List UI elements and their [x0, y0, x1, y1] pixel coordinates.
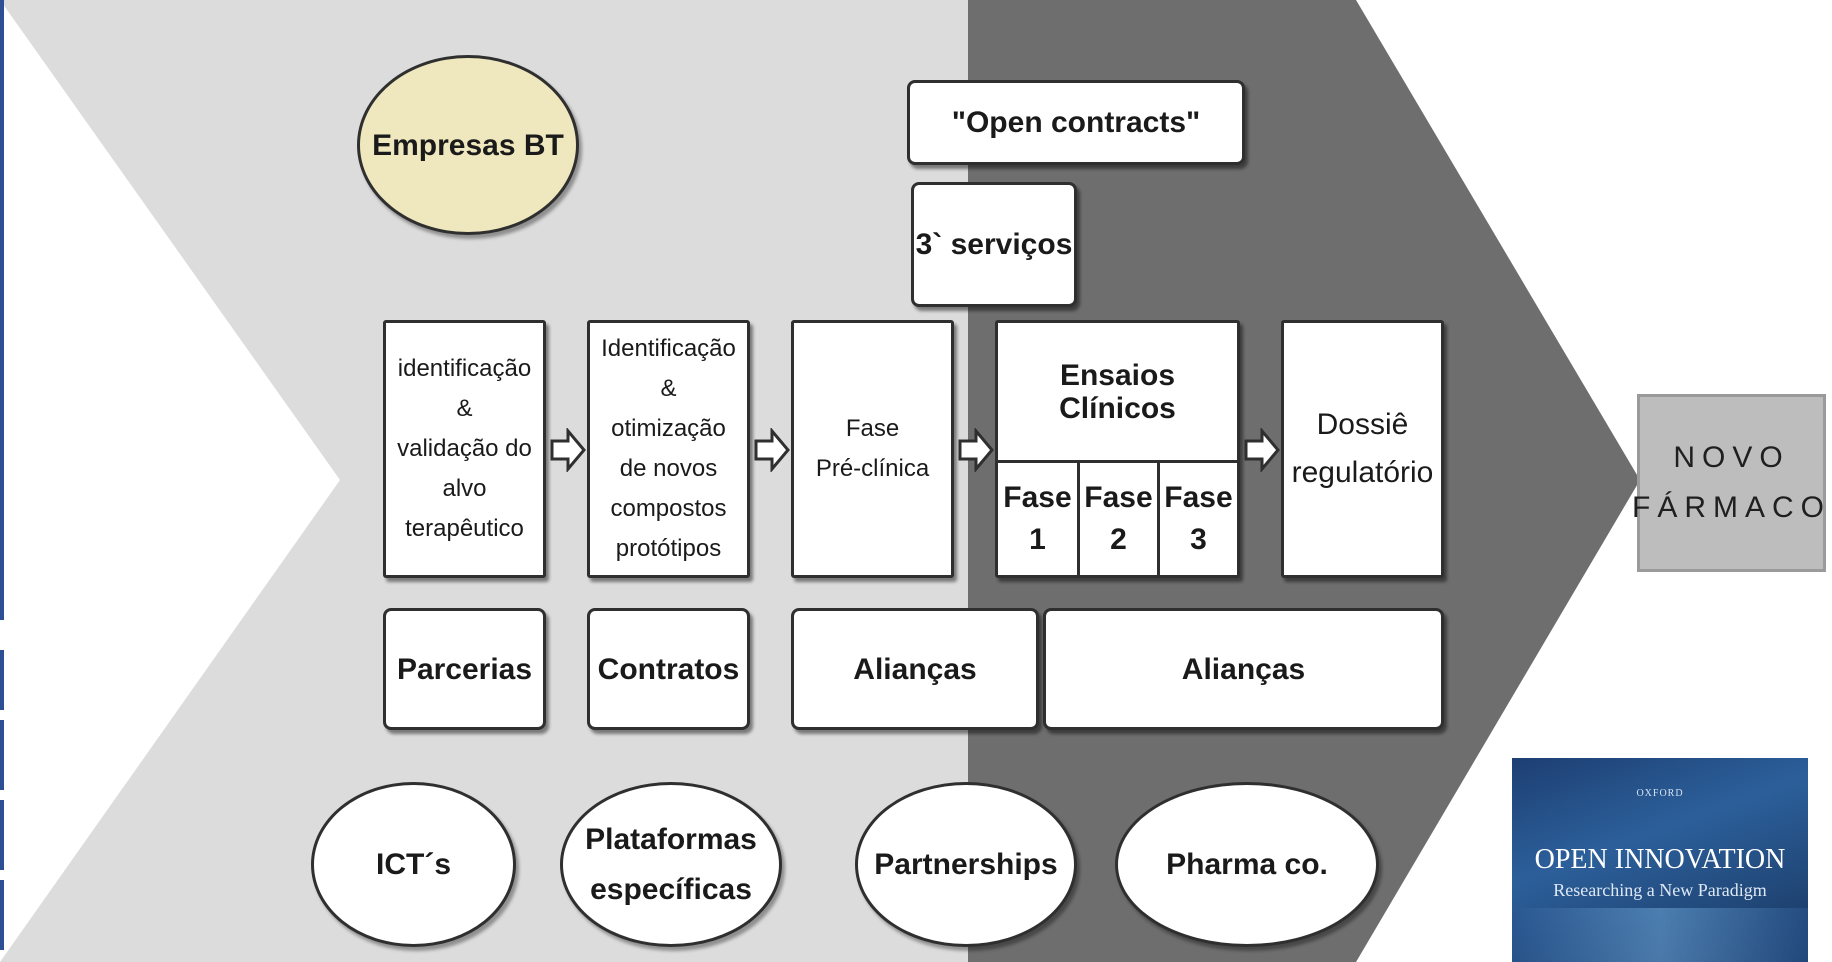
aliancas-box-2: Alianças [1043, 608, 1444, 730]
parcerias-box: Parcerias [383, 608, 546, 730]
stage-text-line: validação do [397, 435, 532, 462]
phase-number: 2 [1110, 523, 1127, 556]
oval-label: Plataformas [585, 822, 757, 856]
icts-oval: ICT´s [311, 782, 516, 947]
phase-number: 1 [1029, 523, 1046, 556]
stage-target-identification: identificação & validação do alvo terapê… [383, 320, 546, 578]
stage-regulatory-dossier: Dossiê regulatório [1281, 320, 1444, 578]
result-line: FÁRMACO [1632, 491, 1831, 524]
oval-label: Pharma co. [1166, 848, 1328, 881]
stage-text-line: identificação [397, 355, 532, 382]
left-edge-mark [0, 880, 4, 950]
stage-text-line: compostos [610, 495, 727, 522]
left-edge-mark [0, 720, 4, 790]
flow-arrow-icon [958, 428, 994, 472]
clinical-trials-header: Ensaios Clínicos [998, 323, 1237, 463]
phase-number: 3 [1190, 523, 1207, 556]
stage-text-line: & [456, 395, 473, 422]
phase-label: Fase [1003, 481, 1072, 514]
stage-text-line: Pré-clínica [815, 455, 930, 482]
stage-text-line: regulatório [1291, 456, 1434, 489]
relation-label: Contratos [597, 652, 740, 686]
contratos-box: Contratos [587, 608, 750, 730]
empresas-bt-label: Empresas BT [372, 128, 564, 162]
phase-3-cell: Fase 3 [1160, 463, 1237, 575]
open-contracts-label: "Open contracts" [951, 106, 1201, 139]
phase-label: Fase [1084, 481, 1153, 514]
stage-text-line: de novos [619, 455, 718, 482]
open-contracts-box: "Open contracts" [907, 80, 1245, 165]
book-subtitle: Researching a New Paradigm [1553, 880, 1767, 900]
plataformas-oval: Plataformas específicas [560, 782, 782, 947]
stage-preclinical: Fase Pré-clínica [791, 320, 954, 578]
stage-text-line: alvo [442, 475, 487, 502]
stage-compound-optimization: Identificação & otimização de novos comp… [587, 320, 750, 578]
relation-label: Alianças [1181, 652, 1306, 686]
pharma-co-oval: Pharma co. [1115, 782, 1379, 947]
flow-arrow-icon [754, 428, 790, 472]
left-edge-mark [0, 800, 4, 870]
flow-arrow-icon [1244, 428, 1280, 472]
oval-label: ICT´s [376, 848, 451, 881]
stage-text-line: otimização [611, 415, 726, 442]
services-box: 3` serviços [911, 182, 1077, 307]
book-title: OPEN INNOVATION [1534, 844, 1786, 875]
phase-1-cell: Fase 1 [998, 463, 1080, 575]
phase-label: Fase [1164, 481, 1233, 514]
partnerships-oval: Partnerships [855, 782, 1077, 947]
clinical-trials-title: Ensaios Clínicos [1059, 358, 1176, 425]
book-cover-image: OXFORD OPEN INNOVATION Researching a New… [1512, 758, 1808, 962]
book-cover-art [1512, 908, 1808, 962]
services-label: 3` serviços [915, 228, 1073, 261]
stage-text-line: Dossiê [1316, 408, 1409, 441]
stage-clinical-trials: Ensaios Clínicos Fase 1 Fase 2 Fase 3 [995, 320, 1240, 578]
clinical-phases-row: Fase 1 Fase 2 Fase 3 [998, 463, 1237, 575]
oval-label: Partnerships [874, 848, 1058, 881]
left-edge-line [0, 0, 4, 620]
relation-label: Alianças [853, 652, 977, 686]
stage-text-line: Fase [845, 415, 900, 442]
phase-2-cell: Fase 2 [1080, 463, 1160, 575]
stage-text-line: & [660, 375, 677, 402]
book-publisher: OXFORD [1636, 788, 1684, 799]
empresas-bt-oval: Empresas BT [357, 55, 579, 235]
stage-text-line: protótipos [615, 535, 722, 562]
flow-arrow-icon [550, 428, 586, 472]
left-edge-mark [0, 650, 4, 710]
aliancas-box-1: Alianças [791, 608, 1039, 730]
relation-label: Parcerias [396, 652, 533, 686]
oval-label: específicas [590, 872, 752, 906]
stage-text-line: Identificação [601, 335, 736, 362]
stage-text-line: terapêutico [405, 515, 524, 542]
novo-farmaco-box: NOVO FÁRMACO [1632, 394, 1826, 572]
result-line: NOVO [1673, 441, 1790, 474]
